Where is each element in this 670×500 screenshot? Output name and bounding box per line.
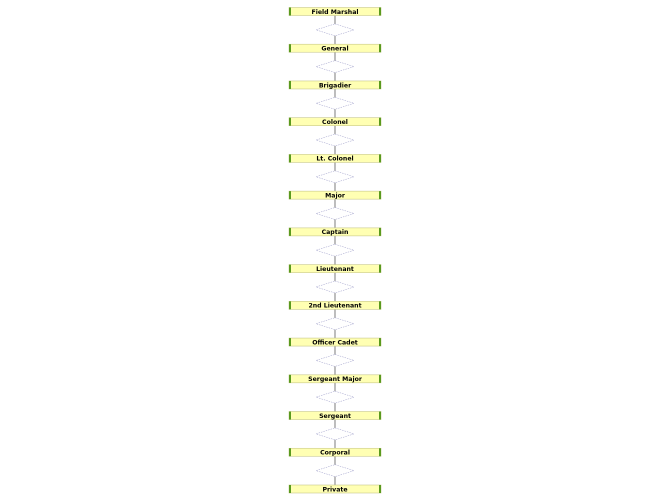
relation-diamond bbox=[315, 243, 355, 257]
rank-box-left-edge bbox=[289, 448, 291, 457]
rank-box-left-edge bbox=[289, 374, 291, 383]
rank-box-left-edge bbox=[289, 411, 291, 420]
rank-box-right-edge bbox=[379, 80, 381, 89]
relation-diamond bbox=[315, 23, 355, 37]
rank-box-right-edge bbox=[379, 264, 381, 273]
rank-box-right-edge bbox=[379, 301, 381, 310]
relation-diamond bbox=[315, 390, 355, 404]
relation-diamond bbox=[315, 354, 355, 367]
rank-label: Lt. Colonel bbox=[316, 156, 353, 163]
rank-box-right-edge bbox=[379, 374, 381, 383]
rank-box-right-edge bbox=[379, 411, 381, 420]
rank-node-colonel: Colonel bbox=[288, 117, 382, 126]
rank-box-right-edge bbox=[379, 448, 381, 457]
rank-label: Private bbox=[322, 486, 347, 493]
relation-diamond bbox=[315, 170, 355, 184]
rank-box-right-edge bbox=[379, 154, 381, 163]
rank-node-brigadier: Brigadier bbox=[288, 80, 382, 90]
rank-box-right-edge bbox=[379, 191, 381, 200]
rank-label: Brigadier bbox=[319, 82, 352, 89]
nodes-layer: Field MarshalGeneralBrigadierColonelLt. … bbox=[288, 7, 382, 494]
rank-node-lt-colonel: Lt. Colonel bbox=[288, 154, 382, 163]
rank-node-general: General bbox=[288, 43, 382, 53]
rank-label: Colonel bbox=[322, 119, 348, 126]
diamonds-layer bbox=[315, 23, 355, 477]
relation-diamond bbox=[315, 464, 355, 477]
relation-diamond bbox=[315, 60, 355, 73]
rank-box-right-edge bbox=[379, 485, 381, 493]
rank-label: Major bbox=[325, 192, 346, 199]
relation-diamond bbox=[315, 133, 355, 147]
rank-node-field-marshal: Field Marshal bbox=[288, 7, 382, 16]
rank-label: Sergeant Major bbox=[308, 376, 363, 383]
rank-node-officer-cadet: Officer Cadet bbox=[288, 337, 382, 347]
rank-box-left-edge bbox=[289, 7, 291, 16]
rank-node-corporal: Corporal bbox=[288, 447, 382, 457]
rank-label: Corporal bbox=[320, 450, 350, 457]
rank-box-left-edge bbox=[289, 117, 291, 126]
rank-box-left-edge bbox=[289, 301, 291, 310]
rank-label: Lieutenant bbox=[316, 266, 354, 273]
rank-box-left-edge bbox=[289, 227, 291, 236]
rank-label: Captain bbox=[322, 229, 349, 236]
rank-node-captain: Captain bbox=[288, 227, 382, 236]
rank-box-left-edge bbox=[289, 80, 291, 89]
relation-diamond bbox=[315, 97, 355, 110]
rank-box-left-edge bbox=[289, 44, 291, 53]
rank-label: General bbox=[321, 46, 348, 53]
rank-box-left-edge bbox=[289, 154, 291, 163]
relation-diamond bbox=[315, 317, 355, 330]
rank-node-private: Private bbox=[288, 484, 382, 494]
rank-box-left-edge bbox=[289, 264, 291, 273]
rank-node-sergeant-major: Sergeant Major bbox=[288, 374, 382, 383]
rank-box-right-edge bbox=[379, 117, 381, 126]
rank-node-major: Major bbox=[288, 190, 382, 200]
rank-label: Field Marshal bbox=[311, 9, 358, 16]
rank-label: Officer Cadet bbox=[312, 339, 358, 346]
rank-box-left-edge bbox=[289, 191, 291, 200]
rank-node-sergeant: Sergeant bbox=[288, 411, 382, 420]
rank-box-right-edge bbox=[379, 227, 381, 236]
rank-box-right-edge bbox=[379, 44, 381, 53]
rank-label: 2nd Lieutenant bbox=[308, 303, 361, 310]
relation-diamond bbox=[315, 207, 355, 220]
rank-box-left-edge bbox=[289, 338, 291, 347]
rank-node-lieutenant: Lieutenant bbox=[288, 264, 382, 273]
rank-box-right-edge bbox=[379, 338, 381, 347]
relation-diamond bbox=[315, 280, 355, 294]
rank-node-2nd-lieutenant: 2nd Lieutenant bbox=[288, 301, 382, 310]
rank-label: Sergeant bbox=[319, 413, 351, 420]
rank-box-left-edge bbox=[289, 485, 291, 493]
rank-box-right-edge bbox=[379, 7, 381, 16]
relation-diamond bbox=[315, 427, 355, 441]
